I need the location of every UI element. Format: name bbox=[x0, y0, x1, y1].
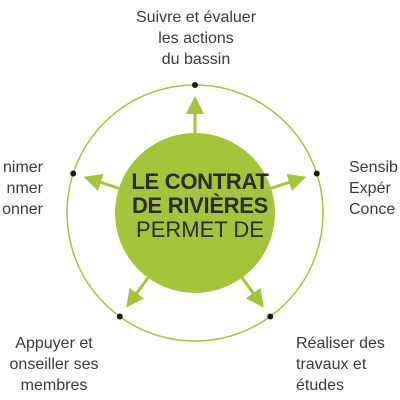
node-line: Conce bbox=[349, 201, 396, 218]
center-disc bbox=[115, 133, 275, 293]
node-line: onseiller ses bbox=[9, 356, 99, 373]
center-label: LE CONTRAT DE RIVIÈRES PERMET DE bbox=[110, 170, 290, 242]
center-subtitle: PERMET DE bbox=[136, 217, 264, 242]
node-label-right: Sensib Expér Conce bbox=[349, 157, 398, 220]
node-line: onner bbox=[2, 201, 43, 218]
arrows-group bbox=[83, 96, 307, 308]
dot-bottom-right bbox=[267, 313, 274, 320]
node-label-bottom-right: Réaliser des travaux et études bbox=[296, 333, 385, 396]
node-line: Appuyer et bbox=[15, 335, 93, 352]
node-line: membres bbox=[20, 377, 88, 394]
dot-right bbox=[313, 170, 320, 177]
arrow-left bbox=[83, 173, 120, 191]
node-line: Réaliser des bbox=[296, 335, 385, 352]
node-line: Expér bbox=[349, 180, 391, 197]
node-line: Suivre et évaluer bbox=[135, 9, 257, 26]
dot-top bbox=[192, 82, 198, 88]
node-label-bottom-left: Appuyer et onseiller ses membres bbox=[0, 333, 108, 396]
node-label-left: nimer nmer onner bbox=[0, 157, 43, 220]
center-title-line-2: DE RIVIÈRES bbox=[131, 193, 269, 218]
node-line: études bbox=[296, 377, 345, 394]
arrow-bottom-left bbox=[126, 276, 150, 308]
node-line: travaux et bbox=[296, 356, 367, 373]
arrow-bottom-right bbox=[240, 276, 264, 308]
node-line: Sensib bbox=[349, 159, 398, 176]
node-line: nmer bbox=[6, 180, 43, 197]
node-line: du bassin bbox=[161, 51, 231, 68]
node-line: nimer bbox=[2, 159, 43, 176]
dot-bottom-left bbox=[116, 313, 123, 320]
node-label-top: Suivre et évaluer les actions du bassin bbox=[116, 7, 276, 70]
center-title-line-1: LE CONTRAT bbox=[131, 169, 269, 194]
dot-left bbox=[70, 170, 77, 177]
dots-group bbox=[70, 82, 320, 320]
node-line: les actions bbox=[158, 30, 234, 47]
arrow-right bbox=[270, 173, 307, 191]
